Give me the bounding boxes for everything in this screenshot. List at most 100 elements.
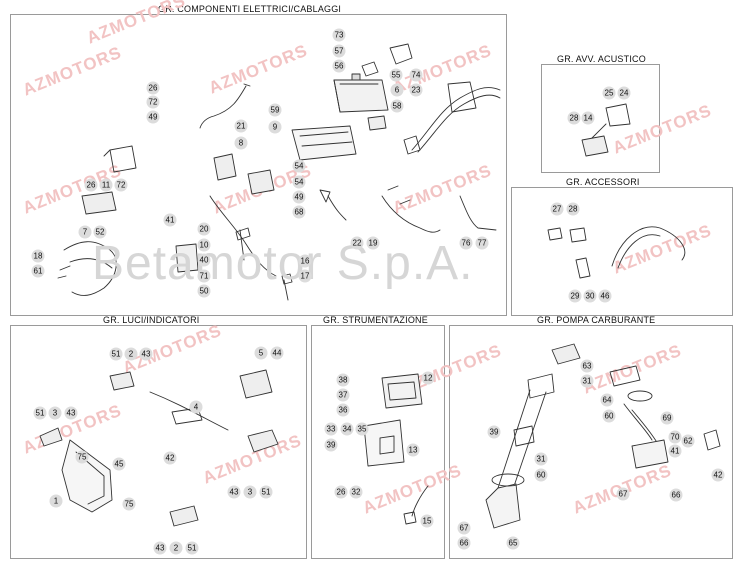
callout-tag: 58	[390, 99, 404, 113]
callout-tag: 24	[617, 86, 631, 100]
panel-electrical	[10, 14, 507, 316]
panel-title-electrical: GR. COMPONENTI ELETTRICI/CABLAGGI	[158, 4, 342, 14]
callout-tag: 60	[534, 468, 548, 482]
callout-tag: 2	[124, 347, 138, 361]
callout-tag: 39	[324, 438, 338, 452]
callout-tag: 44	[270, 346, 284, 360]
callout-tag: 72	[146, 95, 160, 109]
callout-tag: 22	[350, 236, 364, 250]
callout-tag: 8	[234, 136, 248, 150]
callout-tag: 20	[197, 222, 211, 236]
callout-tag: 32	[349, 485, 363, 499]
callout-tag: 26	[146, 81, 160, 95]
callout-tag: 3	[48, 406, 62, 420]
callout-tag: 7	[78, 225, 92, 239]
callout-tag: 43	[64, 406, 78, 420]
callout-tag: 19	[366, 236, 380, 250]
callout-tag: 2	[169, 541, 183, 555]
callout-tag: 46	[598, 289, 612, 303]
callout-tag: 52	[93, 225, 107, 239]
callout-tag: 64	[600, 393, 614, 407]
callout-tag: 75	[75, 450, 89, 464]
callout-tag: 62	[681, 434, 695, 448]
callout-tag: 17	[298, 269, 312, 283]
callout-tag: 4	[189, 400, 203, 414]
callout-tag: 66	[669, 488, 683, 502]
callout-tag: 1	[49, 494, 63, 508]
callout-tag: 43	[139, 347, 153, 361]
callout-tag: 75	[122, 497, 136, 511]
callout-tag: 43	[153, 541, 167, 555]
callout-tag: 51	[259, 485, 273, 499]
callout-tag: 74	[409, 68, 423, 82]
callout-tag: 59	[268, 103, 282, 117]
callout-tag: 31	[534, 452, 548, 466]
callout-tag: 77	[475, 236, 489, 250]
callout-tag: 51	[109, 347, 123, 361]
callout-tag: 28	[566, 202, 580, 216]
callout-tag: 40	[197, 253, 211, 267]
callout-tag: 16	[298, 254, 312, 268]
callout-tag: 68	[292, 205, 306, 219]
callout-tag: 18	[31, 249, 45, 263]
callout-tag: 54	[292, 175, 306, 189]
callout-tag: 21	[234, 119, 248, 133]
callout-tag: 54	[292, 159, 306, 173]
callout-tag: 51	[185, 541, 199, 555]
callout-tag: 15	[420, 514, 434, 528]
callout-tag: 42	[711, 468, 725, 482]
callout-tag: 10	[197, 238, 211, 252]
panel-title-instruments: GR. STRUMENTAZIONE	[323, 315, 428, 325]
callout-tag: 71	[197, 269, 211, 283]
callout-tag: 28	[567, 111, 581, 125]
callout-tag: 5	[254, 346, 268, 360]
callout-tag: 61	[31, 264, 45, 278]
callout-tag: 43	[227, 485, 241, 499]
callout-tag: 30	[583, 289, 597, 303]
callout-tag: 39	[487, 425, 501, 439]
callout-tag: 45	[112, 457, 126, 471]
panel-title-horn: GR. AVV. ACUSTICO	[557, 54, 646, 64]
callout-tag: 60	[602, 409, 616, 423]
callout-tag: 57	[332, 44, 346, 58]
callout-tag: 13	[406, 443, 420, 457]
callout-tag: 63	[580, 359, 594, 373]
callout-tag: 35	[355, 422, 369, 436]
panel-horn	[541, 64, 660, 173]
callout-tag: 36	[336, 403, 350, 417]
panel-title-fuel-pump: GR. POMPA CARBURANTE	[537, 315, 656, 325]
callout-tag: 41	[163, 213, 177, 227]
callout-tag: 26	[84, 178, 98, 192]
callout-tag: 41	[668, 444, 682, 458]
callout-tag: 42	[163, 451, 177, 465]
callout-tag: 66	[457, 536, 471, 550]
callout-tag: 29	[568, 289, 582, 303]
callout-tag: 67	[616, 487, 630, 501]
callout-tag: 25	[602, 86, 616, 100]
callout-tag: 55	[389, 68, 403, 82]
callout-tag: 3	[243, 485, 257, 499]
callout-tag: 49	[292, 190, 306, 204]
callout-tag: 56	[332, 59, 346, 73]
callout-tag: 6	[390, 83, 404, 97]
callout-tag: 76	[459, 236, 473, 250]
callout-tag: 51	[33, 406, 47, 420]
callout-tag: 70	[668, 430, 682, 444]
callout-tag: 33	[324, 422, 338, 436]
callout-tag: 23	[409, 83, 423, 97]
callout-tag: 69	[660, 411, 674, 425]
panel-accessories	[511, 187, 733, 316]
callout-tag: 14	[581, 111, 595, 125]
callout-tag: 49	[146, 110, 160, 124]
callout-tag: 73	[332, 28, 346, 42]
callout-tag: 67	[457, 521, 471, 535]
callout-tag: 11	[99, 178, 113, 192]
callout-tag: 65	[506, 536, 520, 550]
panel-title-lights: GR. LUCI/INDICATORI	[103, 315, 200, 325]
callout-tag: 34	[340, 422, 354, 436]
callout-tag: 9	[268, 120, 282, 134]
panel-title-accessories: GR. ACCESSORI	[566, 177, 640, 187]
callout-tag: 31	[580, 374, 594, 388]
callout-tag: 27	[550, 202, 564, 216]
